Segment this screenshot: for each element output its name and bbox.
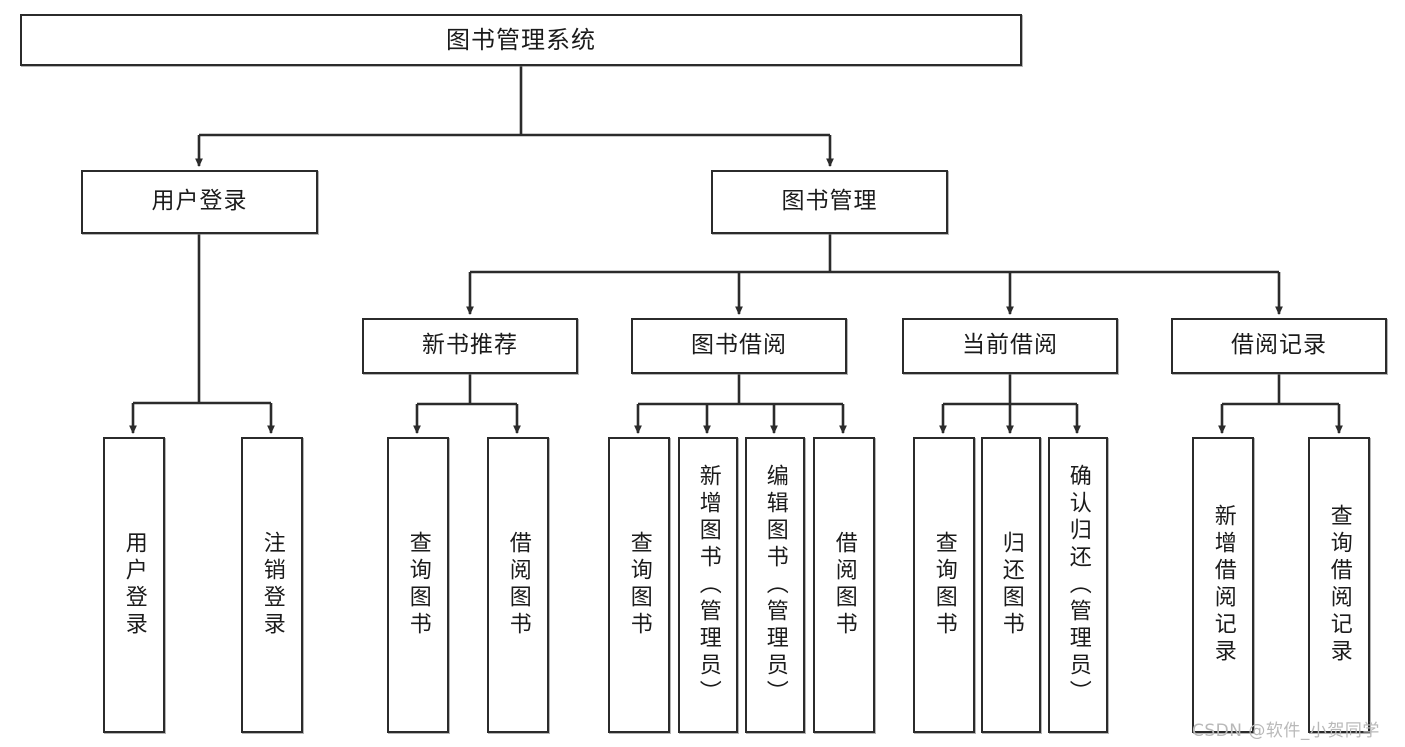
node-label: 当前借阅 bbox=[962, 332, 1058, 359]
node-label: 用户登录 bbox=[121, 531, 147, 639]
node-current-borrowing[interactable]: 当前借阅 bbox=[902, 318, 1118, 374]
node-new-book-recommendation[interactable]: 新书推荐 bbox=[362, 318, 578, 374]
node-label: 注销登录 bbox=[259, 531, 285, 639]
node-label: 借阅记录 bbox=[1231, 332, 1327, 359]
node-label: 图书借阅 bbox=[691, 332, 787, 359]
leaf-query-books-recommendation[interactable]: 查询图书 bbox=[387, 437, 449, 733]
node-label: 新书推荐 bbox=[422, 332, 518, 359]
node-book-borrowing[interactable]: 图书借阅 bbox=[631, 318, 847, 374]
node-borrowing-records[interactable]: 借阅记录 bbox=[1171, 318, 1387, 374]
leaf-return-books[interactable]: 归还图书 bbox=[981, 437, 1041, 733]
node-root-book-management-system[interactable]: 图书管理系统 bbox=[20, 14, 1022, 66]
leaf-user-login[interactable]: 用户登录 bbox=[103, 437, 165, 733]
leaf-confirm-return-admin[interactable]: 确认归还（管理员） bbox=[1048, 437, 1108, 733]
csdn-watermark: CSDN @软件_小贺同学 bbox=[1192, 721, 1380, 741]
node-label: 新增借阅记录 bbox=[1210, 504, 1236, 666]
leaf-logout[interactable]: 注销登录 bbox=[241, 437, 303, 733]
leaf-edit-book-admin[interactable]: 编辑图书（管理员） bbox=[745, 437, 805, 733]
node-label: 归还图书 bbox=[998, 531, 1024, 639]
leaf-borrow-books-borrowing[interactable]: 借阅图书 bbox=[813, 437, 875, 733]
node-label: 用户登录 bbox=[151, 188, 248, 215]
node-label: 确认归还（管理员） bbox=[1065, 463, 1091, 707]
leaf-add-borrowing-record[interactable]: 新增借阅记录 bbox=[1192, 437, 1254, 733]
node-label: 图书管理 bbox=[781, 188, 878, 215]
leaf-add-book-admin[interactable]: 新增图书（管理员） bbox=[678, 437, 738, 733]
node-label: 新增图书（管理员） bbox=[695, 463, 721, 707]
leaf-query-books-current[interactable]: 查询图书 bbox=[913, 437, 975, 733]
leaf-query-books-borrowing[interactable]: 查询图书 bbox=[608, 437, 670, 733]
node-label: 借阅图书 bbox=[831, 531, 857, 639]
node-label: 查询图书 bbox=[405, 531, 431, 639]
node-label: 查询图书 bbox=[626, 531, 652, 639]
node-label: 编辑图书（管理员） bbox=[762, 463, 788, 707]
node-book-management-module[interactable]: 图书管理 bbox=[711, 170, 948, 234]
leaf-borrow-books-recommendation[interactable]: 借阅图书 bbox=[487, 437, 549, 733]
node-label: 图书管理系统 bbox=[446, 25, 596, 54]
node-label: 借阅图书 bbox=[505, 531, 531, 639]
node-label: 查询借阅记录 bbox=[1326, 504, 1352, 666]
leaf-query-borrowing-record[interactable]: 查询借阅记录 bbox=[1308, 437, 1370, 733]
node-user-login-module[interactable]: 用户登录 bbox=[81, 170, 318, 234]
node-label: 查询图书 bbox=[931, 531, 957, 639]
